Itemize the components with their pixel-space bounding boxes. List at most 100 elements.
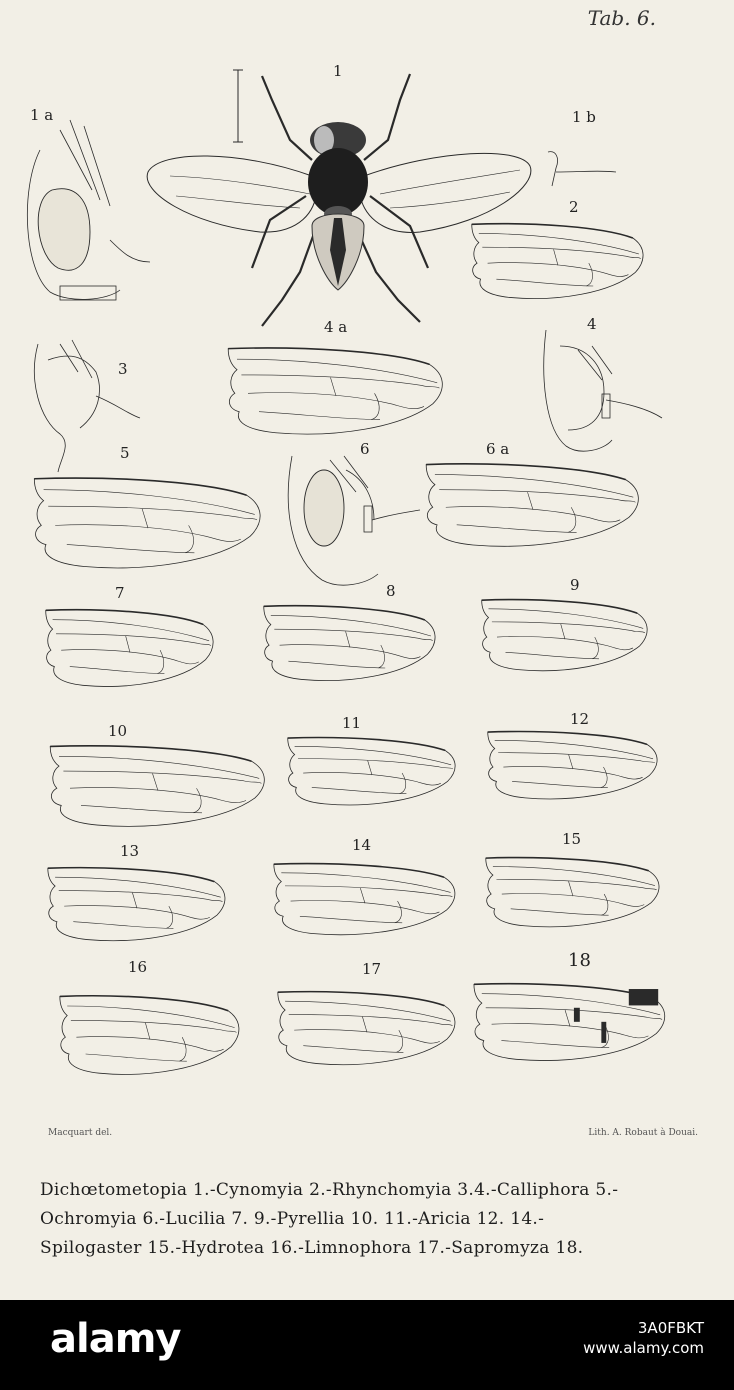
wing-vein xyxy=(498,753,655,763)
wing-vein xyxy=(142,509,148,528)
wing-vein xyxy=(601,767,607,788)
wing-vein xyxy=(331,378,337,396)
wing-15 xyxy=(486,858,659,927)
wing-vein xyxy=(289,1015,453,1026)
wing-vein xyxy=(506,652,600,659)
wing-vein xyxy=(496,279,593,286)
caption-line-2: Ochromyia 6.-Lucilia 7. 9.-Pyrellia 10. … xyxy=(40,1209,545,1229)
wing-7 xyxy=(46,610,213,687)
wing-11 xyxy=(288,738,455,805)
head-4-antenna xyxy=(601,393,611,419)
figure-label-5: 5 xyxy=(120,444,130,462)
wing-13 xyxy=(48,868,225,941)
wing-vein xyxy=(48,506,257,520)
wing-vein xyxy=(86,1054,187,1061)
wing-vein xyxy=(439,490,635,503)
figure-label-14: 14 xyxy=(352,836,372,854)
figure-label-2: 2 xyxy=(569,198,579,216)
wing-vein xyxy=(67,545,195,553)
wing-vein xyxy=(179,1037,186,1061)
image-id-text: 3A0FBKT xyxy=(637,1319,704,1337)
tab-label: Tab. 6. xyxy=(587,6,656,30)
wing-vein xyxy=(503,766,642,779)
wing-vein xyxy=(76,1037,223,1052)
wing-vein xyxy=(371,393,379,419)
wing-vein xyxy=(511,909,609,915)
wing-vein xyxy=(493,867,655,886)
caption-line-3: Spilogaster 15.-Hydrotea 16.-Limnophora … xyxy=(40,1238,584,1258)
wing-vein xyxy=(264,606,435,681)
fly-left-legs xyxy=(250,75,318,327)
wing-vein xyxy=(248,393,424,409)
fly-left-wing xyxy=(146,155,317,233)
wing-16 xyxy=(60,996,239,1075)
wing-vein xyxy=(132,893,137,909)
wing-vein xyxy=(241,375,439,388)
wing-vein xyxy=(512,781,608,787)
wing-vein xyxy=(126,636,130,652)
wing-vein xyxy=(55,877,221,897)
figure-label-4a: 4 a xyxy=(324,318,348,336)
fly-thorax xyxy=(308,148,368,216)
wing-5 xyxy=(34,478,260,568)
wing-vein xyxy=(378,645,384,668)
wing-vein xyxy=(288,738,455,805)
wing-vein xyxy=(482,600,638,614)
wing-vein xyxy=(166,906,173,928)
figure-label-4: 4 xyxy=(587,315,597,333)
wing-vein xyxy=(482,600,647,671)
wing-vein xyxy=(472,224,643,299)
plate-illustrations xyxy=(27,69,734,1300)
wing-8 xyxy=(264,606,435,681)
wing-vein xyxy=(288,738,445,751)
wing-vein xyxy=(298,759,453,769)
wing-vein xyxy=(274,864,455,935)
wing-vein xyxy=(59,756,259,778)
wing-spot xyxy=(573,1007,580,1022)
figure-label-1b: 1 b xyxy=(572,108,596,126)
wing-vein xyxy=(435,475,633,498)
wing-vein xyxy=(501,1041,609,1048)
head-6-antenna xyxy=(363,505,373,533)
wing-vein xyxy=(48,868,225,941)
wing-vein xyxy=(67,1006,234,1028)
wing-vein xyxy=(312,787,407,793)
wing-vein xyxy=(457,525,577,533)
wing-vein xyxy=(48,868,215,882)
wing-vein xyxy=(492,1024,649,1038)
wing-vein xyxy=(193,788,201,813)
wing-spot xyxy=(601,1021,607,1043)
wing-vein xyxy=(291,901,440,914)
wing-vein xyxy=(158,650,164,673)
wing-vein xyxy=(60,996,228,1011)
figure-label-7: 7 xyxy=(115,584,125,602)
wing-vein xyxy=(486,858,659,927)
wing-12 xyxy=(488,732,657,799)
fly-abdomen-stripe xyxy=(330,218,346,286)
wing-vein xyxy=(495,740,653,759)
wing-vein xyxy=(502,894,644,907)
wing-vein xyxy=(368,761,372,775)
site-url-text: www.alamy.com xyxy=(583,1339,704,1357)
wing-vein xyxy=(488,732,657,799)
wing-vein xyxy=(278,992,445,1006)
stock-bar xyxy=(0,1300,734,1390)
wing-14 xyxy=(274,864,455,935)
wing-vein xyxy=(70,667,165,674)
wing-vein xyxy=(528,492,533,510)
wing-vein xyxy=(71,1020,237,1032)
wing-vein xyxy=(280,645,421,659)
figure-label-11: 11 xyxy=(342,714,362,732)
lithograph-plate: Tab. 6. 1 1 a 1 b 2 3 4 4 a 5 6 6 a 7 8 … xyxy=(0,0,734,1300)
wing-vein xyxy=(46,610,213,687)
credit-lithographer: Lith. A. Robaut à Douai. xyxy=(588,1128,698,1138)
alamy-logo[interactable]: alamy xyxy=(50,1316,181,1362)
wing-vein xyxy=(346,631,350,647)
wing-vein xyxy=(569,881,573,896)
wing-vein xyxy=(285,1001,451,1021)
wing-vein xyxy=(153,773,159,790)
caption-line-1: Dichœtometopia 1.-Cynomyia 2.-Rhynchomyi… xyxy=(40,1180,619,1200)
wing-vein xyxy=(61,650,199,664)
head-1a-proboscis xyxy=(59,285,117,301)
wing-vein xyxy=(360,888,365,903)
